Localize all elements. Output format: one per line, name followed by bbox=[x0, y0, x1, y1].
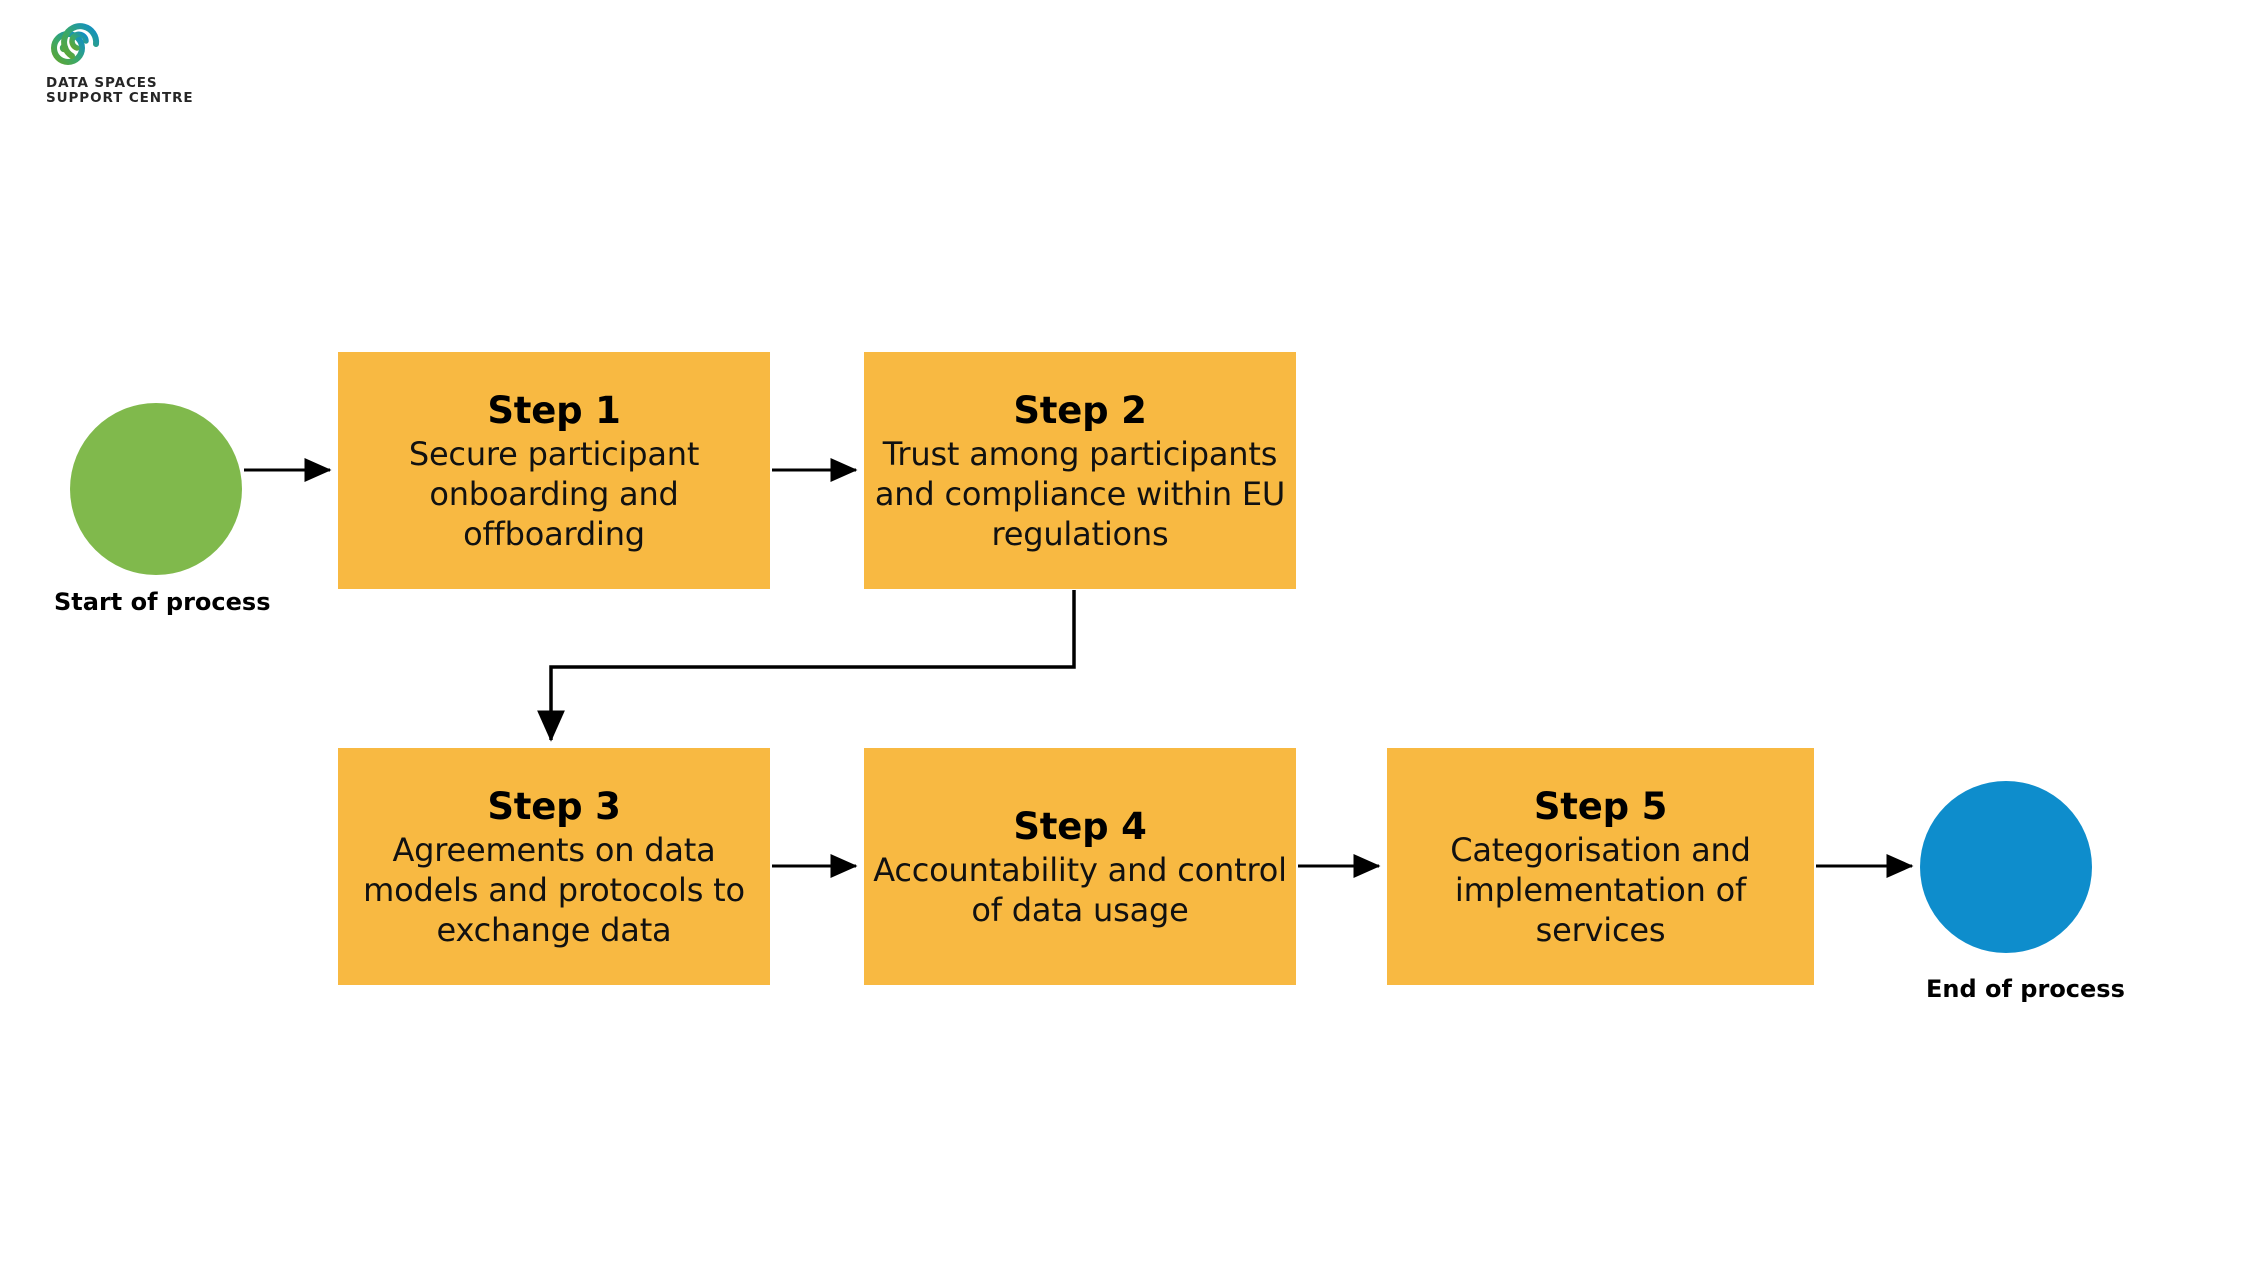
start-of-process-node[interactable] bbox=[70, 403, 242, 575]
step-5-description: Categorisation and implementation of ser… bbox=[1450, 830, 1751, 949]
step-node-4[interactable]: Step 4 Accountability and control of dat… bbox=[864, 748, 1296, 985]
brand-logo: DATA SPACES SUPPORT CENTRE bbox=[42, 18, 232, 108]
brand-name-line-2: SUPPORT CENTRE bbox=[46, 90, 194, 106]
connector-step2-to-step3 bbox=[537, 590, 1076, 742]
end-of-process-label: End of process bbox=[1926, 975, 2125, 1003]
step-2-title: Step 2 bbox=[1013, 388, 1147, 432]
step-1-description: Secure participant onboarding and offboa… bbox=[408, 434, 700, 553]
step-3-description: Agreements on data models and protocols … bbox=[363, 830, 745, 949]
step-4-title: Step 4 bbox=[1013, 804, 1147, 848]
step-node-5[interactable]: Step 5 Categorisation and implementation… bbox=[1387, 748, 1814, 985]
start-of-process-label: Start of process bbox=[54, 588, 271, 616]
end-of-process-node[interactable] bbox=[1920, 781, 2092, 953]
brand-name-line-1: DATA SPACES bbox=[46, 75, 158, 91]
step-node-3[interactable]: Step 3 Agreements on data models and pro… bbox=[338, 748, 770, 985]
dssc-infinity-loop-icon bbox=[42, 18, 104, 70]
step-node-2[interactable]: Step 2 Trust among participants and comp… bbox=[864, 352, 1296, 589]
step-2-description: Trust among participants and compliance … bbox=[874, 434, 1286, 553]
step-5-title: Step 5 bbox=[1533, 784, 1668, 828]
step-4-description: Accountability and control of data usage bbox=[873, 850, 1287, 929]
step-node-1[interactable]: Step 1 Secure participant onboarding and… bbox=[338, 352, 770, 589]
step-1-title: Step 1 bbox=[487, 388, 621, 432]
step-3-title: Step 3 bbox=[487, 784, 621, 828]
